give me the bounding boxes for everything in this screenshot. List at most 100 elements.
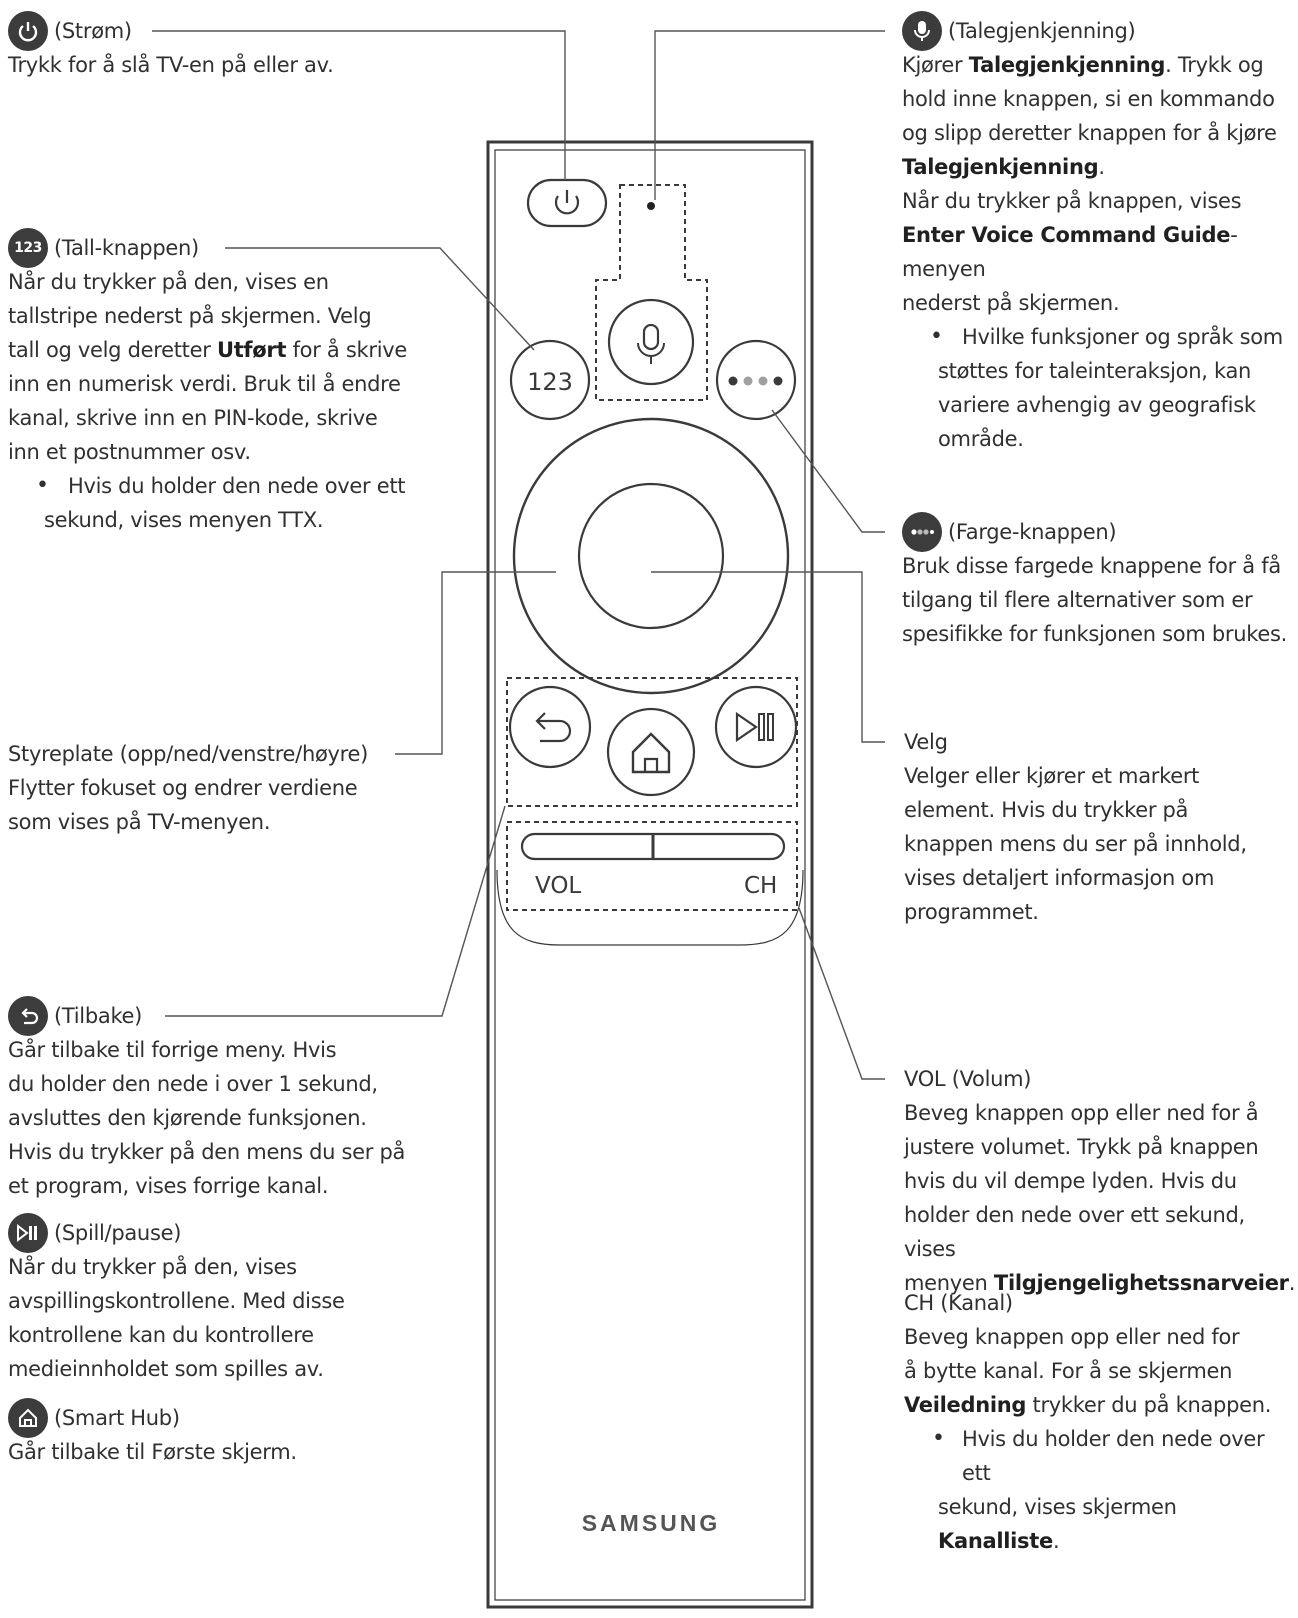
select-desc-5: programmet. [904,900,1039,924]
home-icon [8,1398,48,1438]
number-desc-6: inn et postnummer osv. [8,440,251,464]
nav-dashed-outline [506,677,798,807]
voice-l1: Kjører Talegjenkjenning. Trykk og [902,53,1264,77]
pad-desc-2: som vises på TV-menyen. [8,810,271,834]
voice-bullet-cont-1: støttes for taleinteraksjon, kan [938,359,1252,383]
callout-lines [152,30,885,1080]
mic-dashed-outline [595,184,708,401]
color-dots-icon [902,512,942,552]
vol-desc-4: holder den nede over ett sekund, vises [904,1203,1245,1261]
ch-bullet: Hvis du holder den nede over ett [904,1422,1296,1490]
remote-number-button: 123 [509,339,591,421]
number-desc-1: Når du trykker på den, vises en [8,270,329,294]
vol-desc-5: menyen Tilgjengelighetssnarveier. [904,1271,1296,1295]
pad-title: Styreplate (opp/ned/venstre/høyre) [8,742,369,766]
remote-select-button [577,482,725,630]
number-icon: 123 [8,228,48,268]
number-desc-4: inn en numerisk verdi. Bruk til å endre [8,372,401,396]
number-bullet: Hvis du holder den nede over ett [8,469,428,503]
remote-number-label: 123 [527,368,573,396]
power-icon [8,11,48,51]
callout-back [165,805,506,1017]
remote-ch-label: CH [744,873,777,899]
voice-bullet: Hvilke funksjoner og språk som [902,320,1296,354]
home-callout: (Smart Hub) Går tilbake til Første skjer… [8,1398,428,1469]
color-title: (Farge-knappen) [948,520,1117,544]
number-title: (Tall-knappen) [54,236,199,260]
select-callout: Velg Velger eller kjører et markert elem… [904,725,1296,929]
home-title: (Smart Hub) [54,1406,180,1430]
select-desc-4: vises detaljert informasjon om [904,866,1215,890]
voice-l5: Når du trykker på knappen, vises [902,189,1242,213]
callout-pad [395,571,556,755]
number-desc-5: kanal, skrive inn en PIN-kode, skrive [8,406,378,430]
play-desc-1: Når du trykker på den, vises [8,1255,297,1279]
remote-brand-logo: SAMSUNG [582,1510,721,1536]
select-desc-1: Velger eller kjører et markert [904,764,1200,788]
play-callout: (Spill/pause) Når du trykker på den, vis… [8,1213,428,1386]
ch-bullet-cont: sekund, vises skjermen Kanalliste. [938,1495,1177,1553]
voice-title: (Talegjenkjenning) [948,19,1136,43]
voice-l4: Talegjenkjenning. [902,155,1105,179]
rocker-dashed-outline [506,821,798,911]
vol-desc-3: hvis du vil dempe lyden. Hvis du [904,1169,1237,1193]
pad-desc-1: Flytter fokuset og endrer verdiene [8,776,358,800]
play-pause-icon [8,1213,48,1253]
number-desc-2: tallstripe nederst på skjermen. Velg [8,304,372,328]
callout-vol [798,907,885,1080]
power-desc: Trykk for å slå TV-en på eller av. [8,53,334,77]
voice-bullet-cont-2: variere avhengig av geografisk [938,393,1256,417]
play-title: (Spill/pause) [54,1221,182,1245]
number-callout: 123 (Tall-knappen) Når du trykker på den… [8,228,428,537]
vol-desc-2: justere volumet. Trykk på knappen [904,1135,1259,1159]
play-desc-4: medieinnholdet som spilles av. [8,1357,324,1381]
remote-color-button [715,339,797,421]
color-desc-1: Bruk disse fargede knappene for å få [902,554,1281,578]
ch-desc-3: Veiledning trykker du på knappen. [904,1393,1272,1417]
select-desc-2: element. Hvis du trykker på [904,798,1189,822]
color-desc-2: tilgang til flere alternativer som er [902,588,1253,612]
power-title: (Strøm) [54,19,132,43]
back-desc-3: avsluttes den kjørende funksjonen. [8,1106,367,1130]
voice-l3: og slipp deretter knappen for å kjøre [902,121,1277,145]
callout-power [152,30,566,180]
callout-number [225,247,535,351]
callout-color [771,409,885,533]
color-desc-3: spesifikke for funksjonen som brukes. [902,622,1287,646]
select-title: Velg [904,730,948,754]
remote-body [486,140,814,1609]
ch-desc-1: Beveg knappen opp eller ned for [904,1325,1240,1349]
remote-back-button [508,685,592,769]
remote-play-button [714,685,798,769]
voice-l6: Enter Voice Command Guide-menyen [902,223,1238,281]
power-callout: (Strøm) Trykk for å slå TV-en på eller a… [8,11,428,82]
number-desc-3: tall og velg deretter Utført for å skriv… [8,338,407,362]
number-bullet-cont: sekund, vises menyen TTX. [44,508,324,532]
pad-callout: Styreplate (opp/ned/venstre/høyre) Flytt… [8,737,428,839]
remote-mic-button [607,298,695,386]
back-desc-1: Går tilbake til forrige meny. Hvis [8,1038,337,1062]
back-desc-4: Hvis du trykker på den mens du ser på [8,1140,406,1164]
voice-l7: nederst på skjermen. [902,291,1120,315]
color-callout: (Farge-knappen) Bruk disse fargede knapp… [902,512,1296,651]
voice-l2: hold inne knappen, si en kommando [902,87,1275,111]
mic-hole [647,202,655,210]
vol-title: VOL (Volum) [904,1067,1032,1091]
callout-select [651,571,885,743]
select-desc-3: knappen mens du ser på innhold, [904,832,1247,856]
vol-callout: VOL (Volum) Beveg knappen opp eller ned … [904,1062,1296,1300]
remote-vol-ch-rocker [520,832,786,861]
back-desc-2: du holder den nede i over 1 sekund, [8,1072,378,1096]
play-desc-2: avspillingskontrollene. Med disse [8,1289,345,1313]
remote-power-button [526,178,608,228]
voice-callout: (Talegjenkjenning) Kjører Talegjenkjenni… [902,11,1296,456]
ch-title: CH (Kanal) [904,1291,1013,1315]
vol-desc-1: Beveg knappen opp eller ned for å [904,1101,1259,1125]
back-icon [8,996,48,1036]
back-title: (Tilbake) [54,1004,143,1028]
ch-callout: CH (Kanal) Beveg knappen opp eller ned f… [904,1286,1296,1558]
voice-bullet-cont-3: område. [938,427,1024,451]
microphone-icon [902,11,942,51]
